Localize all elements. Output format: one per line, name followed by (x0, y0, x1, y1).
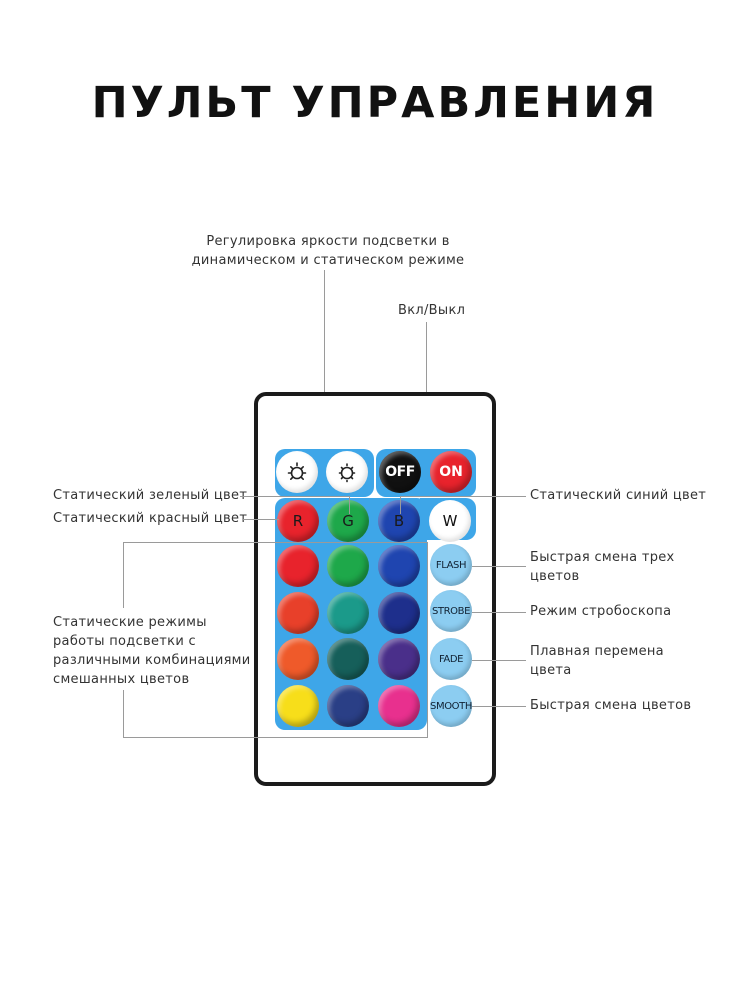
brightness-down-icon (338, 463, 356, 483)
brightness-label: Регулировка яркости подсветки в динамиче… (191, 234, 465, 268)
off-button[interactable]: OFF (379, 451, 421, 493)
fade-button[interactable]: FADE (430, 638, 472, 680)
power-connector (426, 322, 427, 425)
color-button[interactable] (378, 638, 420, 680)
static-modes-label: Статические режимы работы подсветки с ра… (53, 615, 251, 687)
flash-desc-label: Быстрая смена трех цветов (530, 550, 675, 584)
fade-desc-label: Плавная перемена цвета (530, 644, 664, 678)
color-button[interactable] (277, 592, 319, 634)
static-green-connector-drop (349, 496, 350, 514)
color-button[interactable] (277, 545, 319, 587)
color-button[interactable] (378, 545, 420, 587)
blue-button[interactable]: B (378, 500, 420, 542)
page-title: ПУЛЬТ УПРАВЛЕНИЯ (91, 78, 659, 128)
static-blue-connector (400, 496, 526, 497)
static-red-connector (243, 519, 279, 520)
power-label: Вкл/Выкл (398, 303, 466, 318)
smooth-desc-label: Быстрая смена цветов (530, 698, 692, 713)
static-blue-connector-drop (400, 496, 401, 514)
color-button[interactable] (378, 685, 420, 727)
static-red-label: Статический красный цвет (53, 511, 248, 526)
static-blue-label: Статический синий цвет (530, 488, 707, 503)
static-green-connector (240, 496, 350, 497)
color-button[interactable] (327, 638, 369, 680)
flash-connector (472, 566, 526, 567)
static-modes-bracket-bottom (123, 737, 428, 738)
strobe-desc-label: Режим стробоскопа (530, 604, 672, 619)
brightness-up-button[interactable] (276, 451, 318, 493)
smooth-connector (472, 706, 526, 707)
brightness-connector (324, 270, 325, 428)
color-button[interactable] (277, 638, 319, 680)
color-button[interactable] (327, 545, 369, 587)
brightness-down-button[interactable] (326, 451, 368, 493)
white-button[interactable]: W (429, 500, 471, 542)
static-modes-bracket-right (427, 542, 428, 738)
smooth-button[interactable]: SMOOTH (430, 685, 472, 727)
fade-connector (472, 660, 526, 661)
on-button[interactable]: ON (430, 451, 472, 493)
static-modes-bracket-left-top (123, 542, 124, 608)
flash-button[interactable]: FLASH (430, 544, 472, 586)
static-green-label: Статический зеленый цвет (53, 488, 248, 503)
red-button[interactable]: R (277, 500, 319, 542)
color-button[interactable] (277, 685, 319, 727)
static-modes-bracket-left-bottom (123, 690, 124, 737)
brightness-up-icon (287, 462, 307, 481)
color-button[interactable] (327, 592, 369, 634)
strobe-button[interactable]: STROBE (430, 590, 472, 632)
color-button[interactable] (378, 592, 420, 634)
static-modes-bracket-top (123, 542, 428, 543)
green-button[interactable]: G (327, 500, 369, 542)
color-button[interactable] (327, 685, 369, 727)
strobe-connector (472, 612, 526, 613)
